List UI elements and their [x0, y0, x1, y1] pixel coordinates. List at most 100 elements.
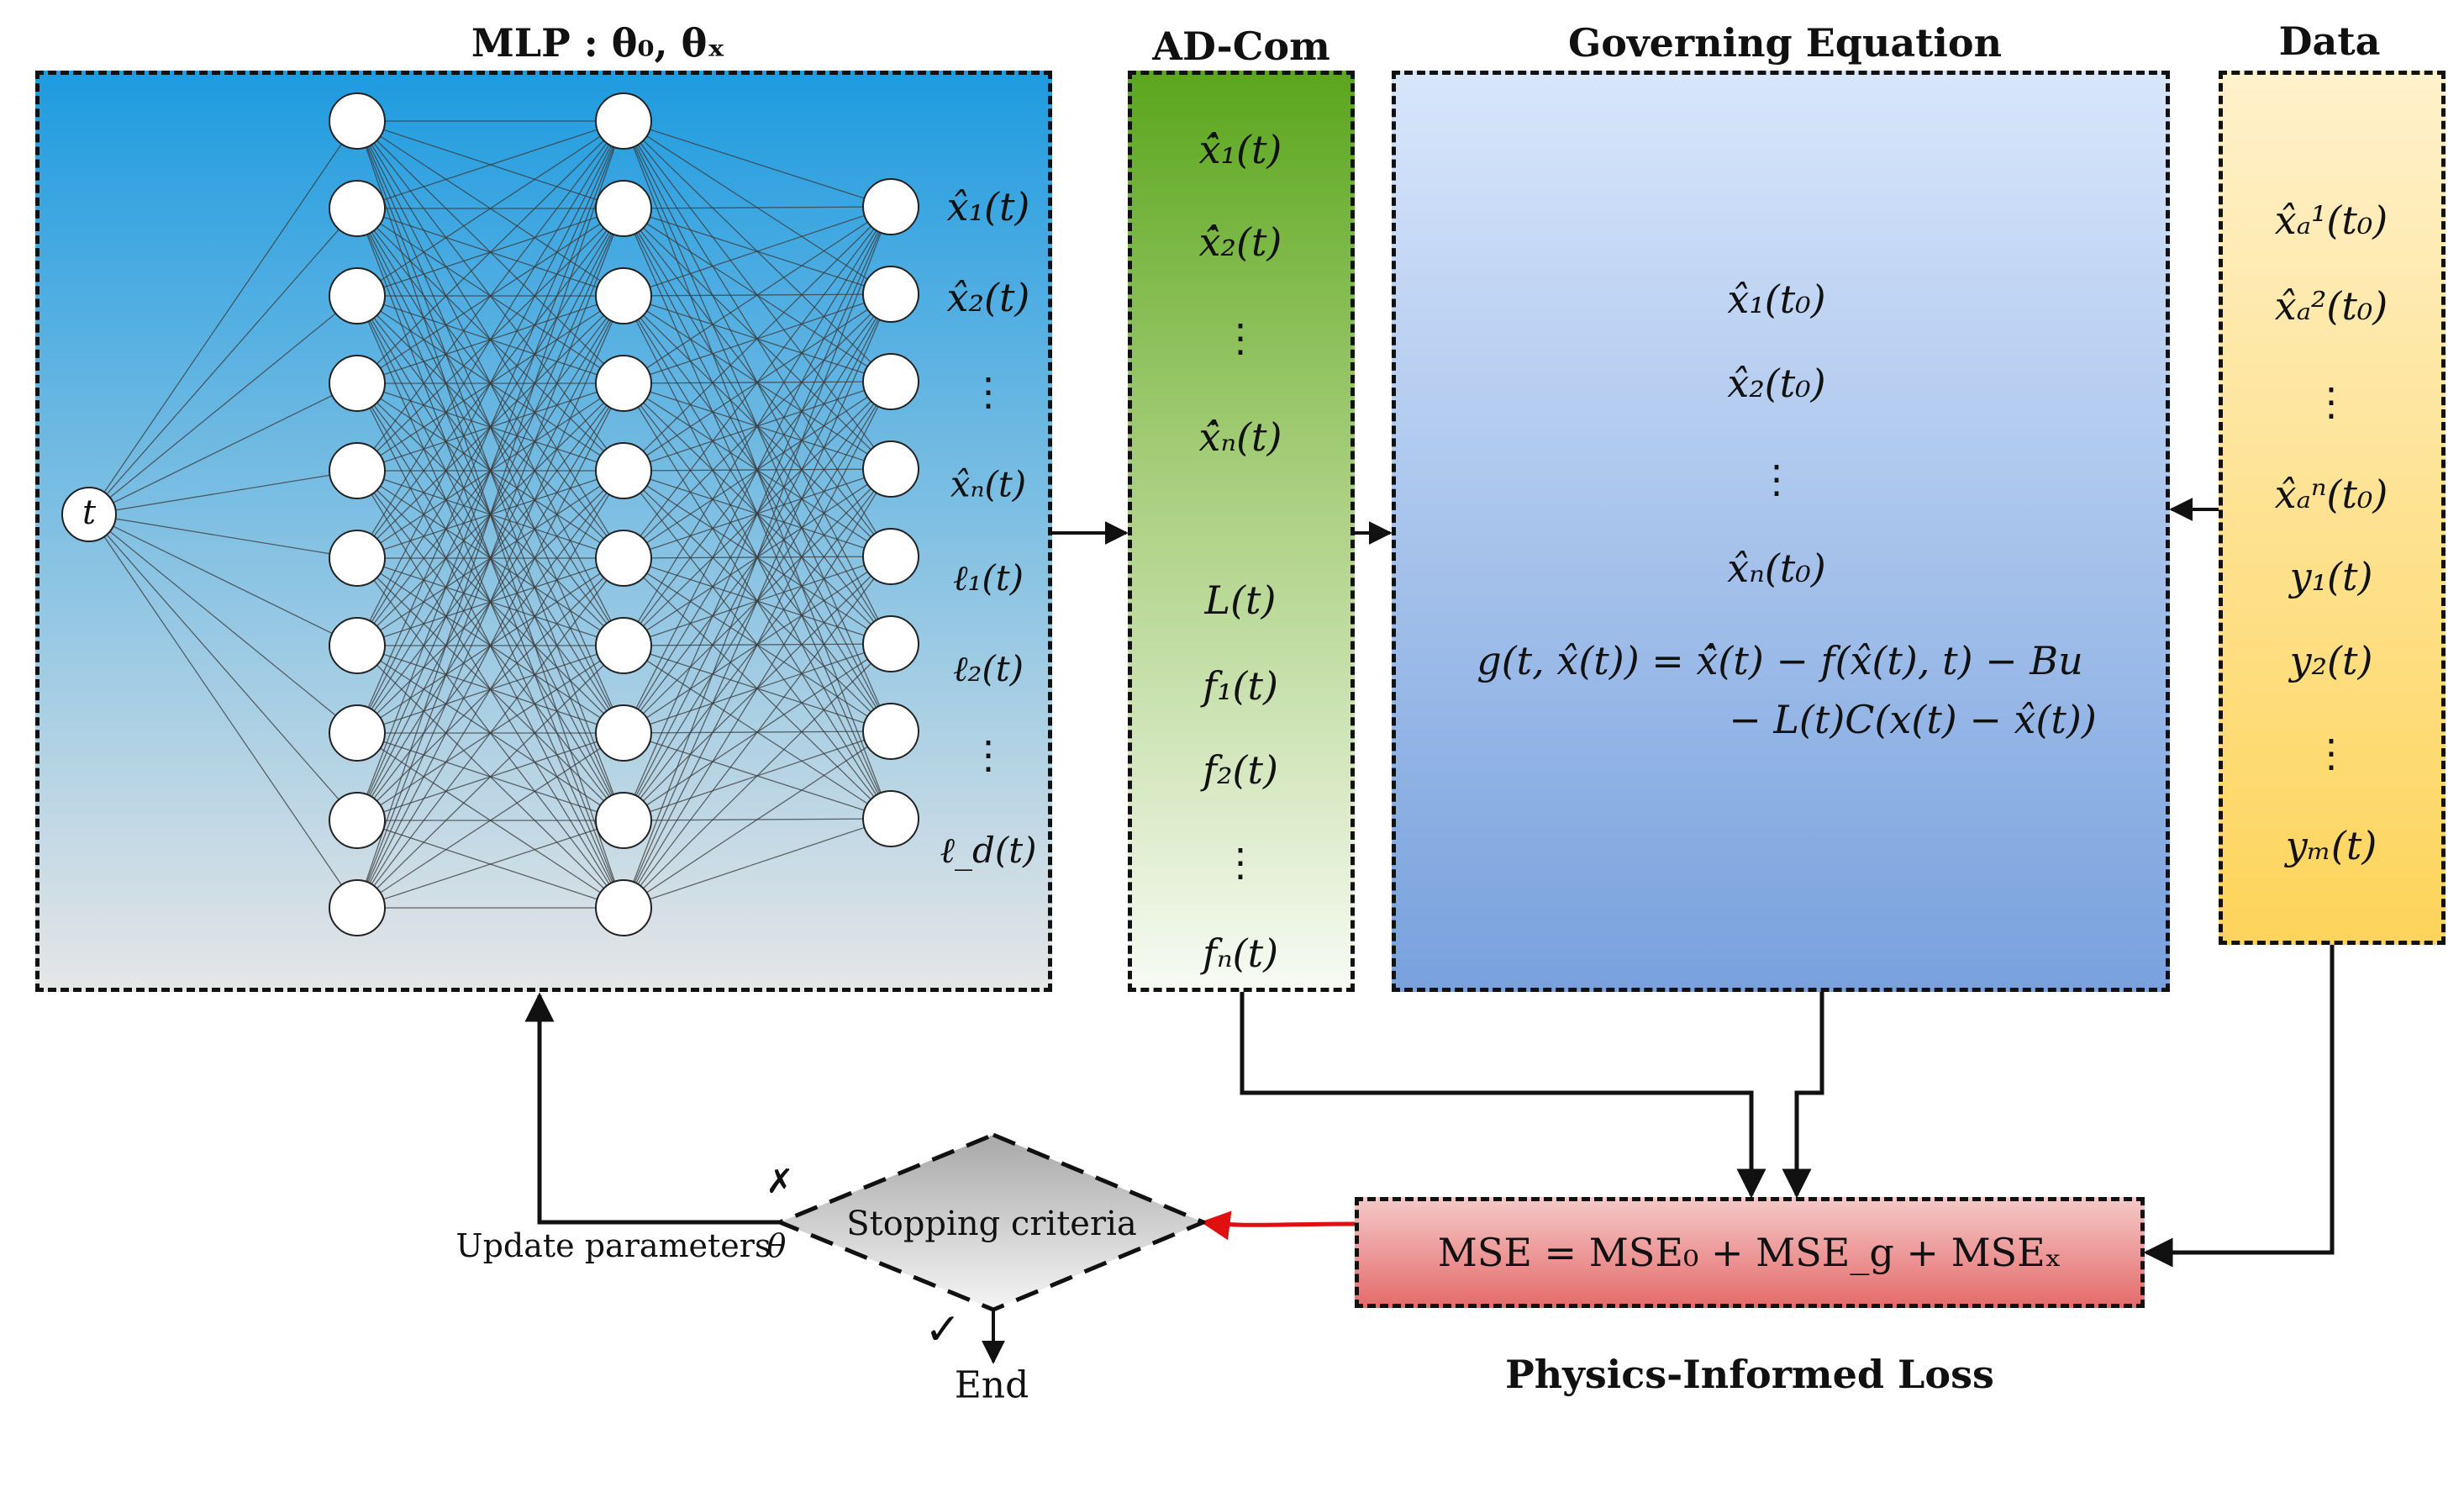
hidden-node: [329, 704, 386, 762]
governing-equation-line2: − L(t)C(x(t) − x̂(t)): [1729, 697, 2097, 742]
adcom-item: fₙ(t): [1202, 931, 1279, 976]
network-edge: [623, 206, 892, 821]
network-edge: [623, 206, 892, 472]
loss-box-fill: [1355, 1197, 2145, 1308]
hidden-node: [329, 879, 386, 936]
adcom-item: x̂̇ₙ(t): [1198, 414, 1282, 460]
mlp-title: MLP : θ₀, θₓ: [471, 20, 726, 66]
network-edge: [356, 120, 624, 297]
output-node: [862, 615, 919, 672]
network-edge: [356, 120, 624, 559]
network-edge: [356, 120, 624, 646]
network-edge: [88, 120, 358, 515]
hidden-node: [329, 355, 386, 412]
adcom-item: f₂(t): [1203, 747, 1278, 793]
network-edge: [356, 557, 624, 909]
data-item: y₂(t): [2289, 638, 2373, 683]
mlp-output-label: x̂ₙ(t): [950, 463, 1027, 505]
governing-equation-line1: g(t, x̂(t)) = x̂̇(t) − f(x̂(t), t) − Bu: [1477, 638, 2083, 683]
output-node: [862, 790, 919, 847]
hidden-node: [329, 92, 386, 150]
governing-item: ⋮: [1757, 456, 1796, 502]
mlp-output-label: ℓ₁(t): [953, 557, 1024, 599]
yes-icon: ✓: [924, 1305, 961, 1355]
network-edge: [623, 381, 892, 909]
mlp-output-label: ⋮: [969, 369, 1008, 414]
hidden-node: [595, 267, 652, 324]
data-item: ⋮: [2312, 730, 2351, 776]
network-edge: [356, 732, 624, 909]
network-edge: [88, 514, 358, 909]
network-edge: [356, 120, 624, 384]
data-panel: [2219, 71, 2446, 945]
network-edge: [623, 468, 892, 909]
hidden-node: [595, 704, 652, 762]
mlp-output-label: x̂₁(t): [946, 184, 1030, 229]
governing-item: x̂₂(t₀): [1727, 361, 1826, 406]
data-item: yₘ(t): [2285, 823, 2377, 868]
network-edge: [88, 514, 358, 559]
loss-box: [1355, 1197, 2145, 1308]
output-node: [862, 353, 919, 410]
output-node: [862, 528, 919, 585]
network-edge: [623, 643, 892, 909]
governing-panel: [1392, 71, 2170, 992]
data-item: x̂ₐ¹(t₀): [2274, 198, 2388, 243]
mlp-output-label: ⋮: [969, 732, 1008, 778]
network-edge: [88, 382, 358, 515]
hidden-node: [595, 180, 652, 237]
network-edge: [623, 206, 892, 297]
network-edge: [356, 645, 624, 909]
governing-panel-fill: [1392, 71, 2170, 992]
network-edge: [623, 206, 892, 209]
output-node: [862, 440, 919, 498]
adcom-item: ⋮: [1221, 840, 1260, 885]
network-edge: [623, 730, 892, 909]
arrow-data-to-loss: [2143, 945, 2335, 1268]
output-node: [862, 703, 919, 760]
arrow-update-to-mlp: [524, 992, 780, 1225]
network-edge: [88, 514, 358, 646]
hidden-node: [595, 617, 652, 674]
hidden-node: [595, 355, 652, 412]
data-item: x̂ₐ²(t₀): [2274, 283, 2388, 329]
hidden-node: [329, 267, 386, 324]
network-edges: [88, 120, 892, 909]
decision-label: Stopping criteria: [846, 1205, 1137, 1243]
adcom-item: x̂̇₁(t): [1198, 127, 1282, 172]
adcom-title: AD-Com: [1152, 24, 1330, 69]
loss-title: Physics-Informed Loss: [1505, 1352, 1994, 1397]
hidden-node: [595, 442, 652, 499]
input-node: [61, 487, 117, 542]
network-edge: [88, 514, 358, 821]
mlp-output-label: ℓ_d(t): [940, 830, 1037, 871]
hidden-node: [595, 879, 652, 936]
adcom-item: x̂̇₂(t): [1198, 219, 1282, 265]
data-item: ⋮: [2312, 379, 2351, 425]
adcom-panel-fill: [1128, 71, 1355, 992]
network-edge: [623, 556, 892, 909]
governing-item: x̂ₙ(t₀): [1727, 546, 1826, 591]
adcom-item: ⋮: [1221, 315, 1260, 361]
network-edge: [623, 120, 892, 208]
network-edge: [623, 206, 892, 384]
hidden-node: [329, 180, 386, 237]
mlp-output-label: ℓ₂(t): [953, 648, 1024, 689]
update-parameters-label: Update parameters: [455, 1227, 771, 1264]
hidden-node: [329, 530, 386, 587]
network-edge: [356, 120, 624, 821]
network-edge: [623, 206, 892, 559]
network-edge: [88, 295, 358, 515]
network-edge: [356, 382, 624, 909]
theta-label: θ: [766, 1227, 787, 1264]
arrow-loss-to-decision: [1200, 1210, 1356, 1241]
data-panel-fill: [2219, 71, 2446, 945]
network-edge: [623, 818, 892, 909]
adcom-item: f₁(t): [1203, 663, 1278, 709]
hidden-node: [329, 442, 386, 499]
network-edge: [623, 206, 892, 734]
loss-formula: MSE = MSE₀ + MSE_g + MSEₓ: [1437, 1230, 2062, 1275]
decision-diamond: [777, 1132, 1206, 1312]
